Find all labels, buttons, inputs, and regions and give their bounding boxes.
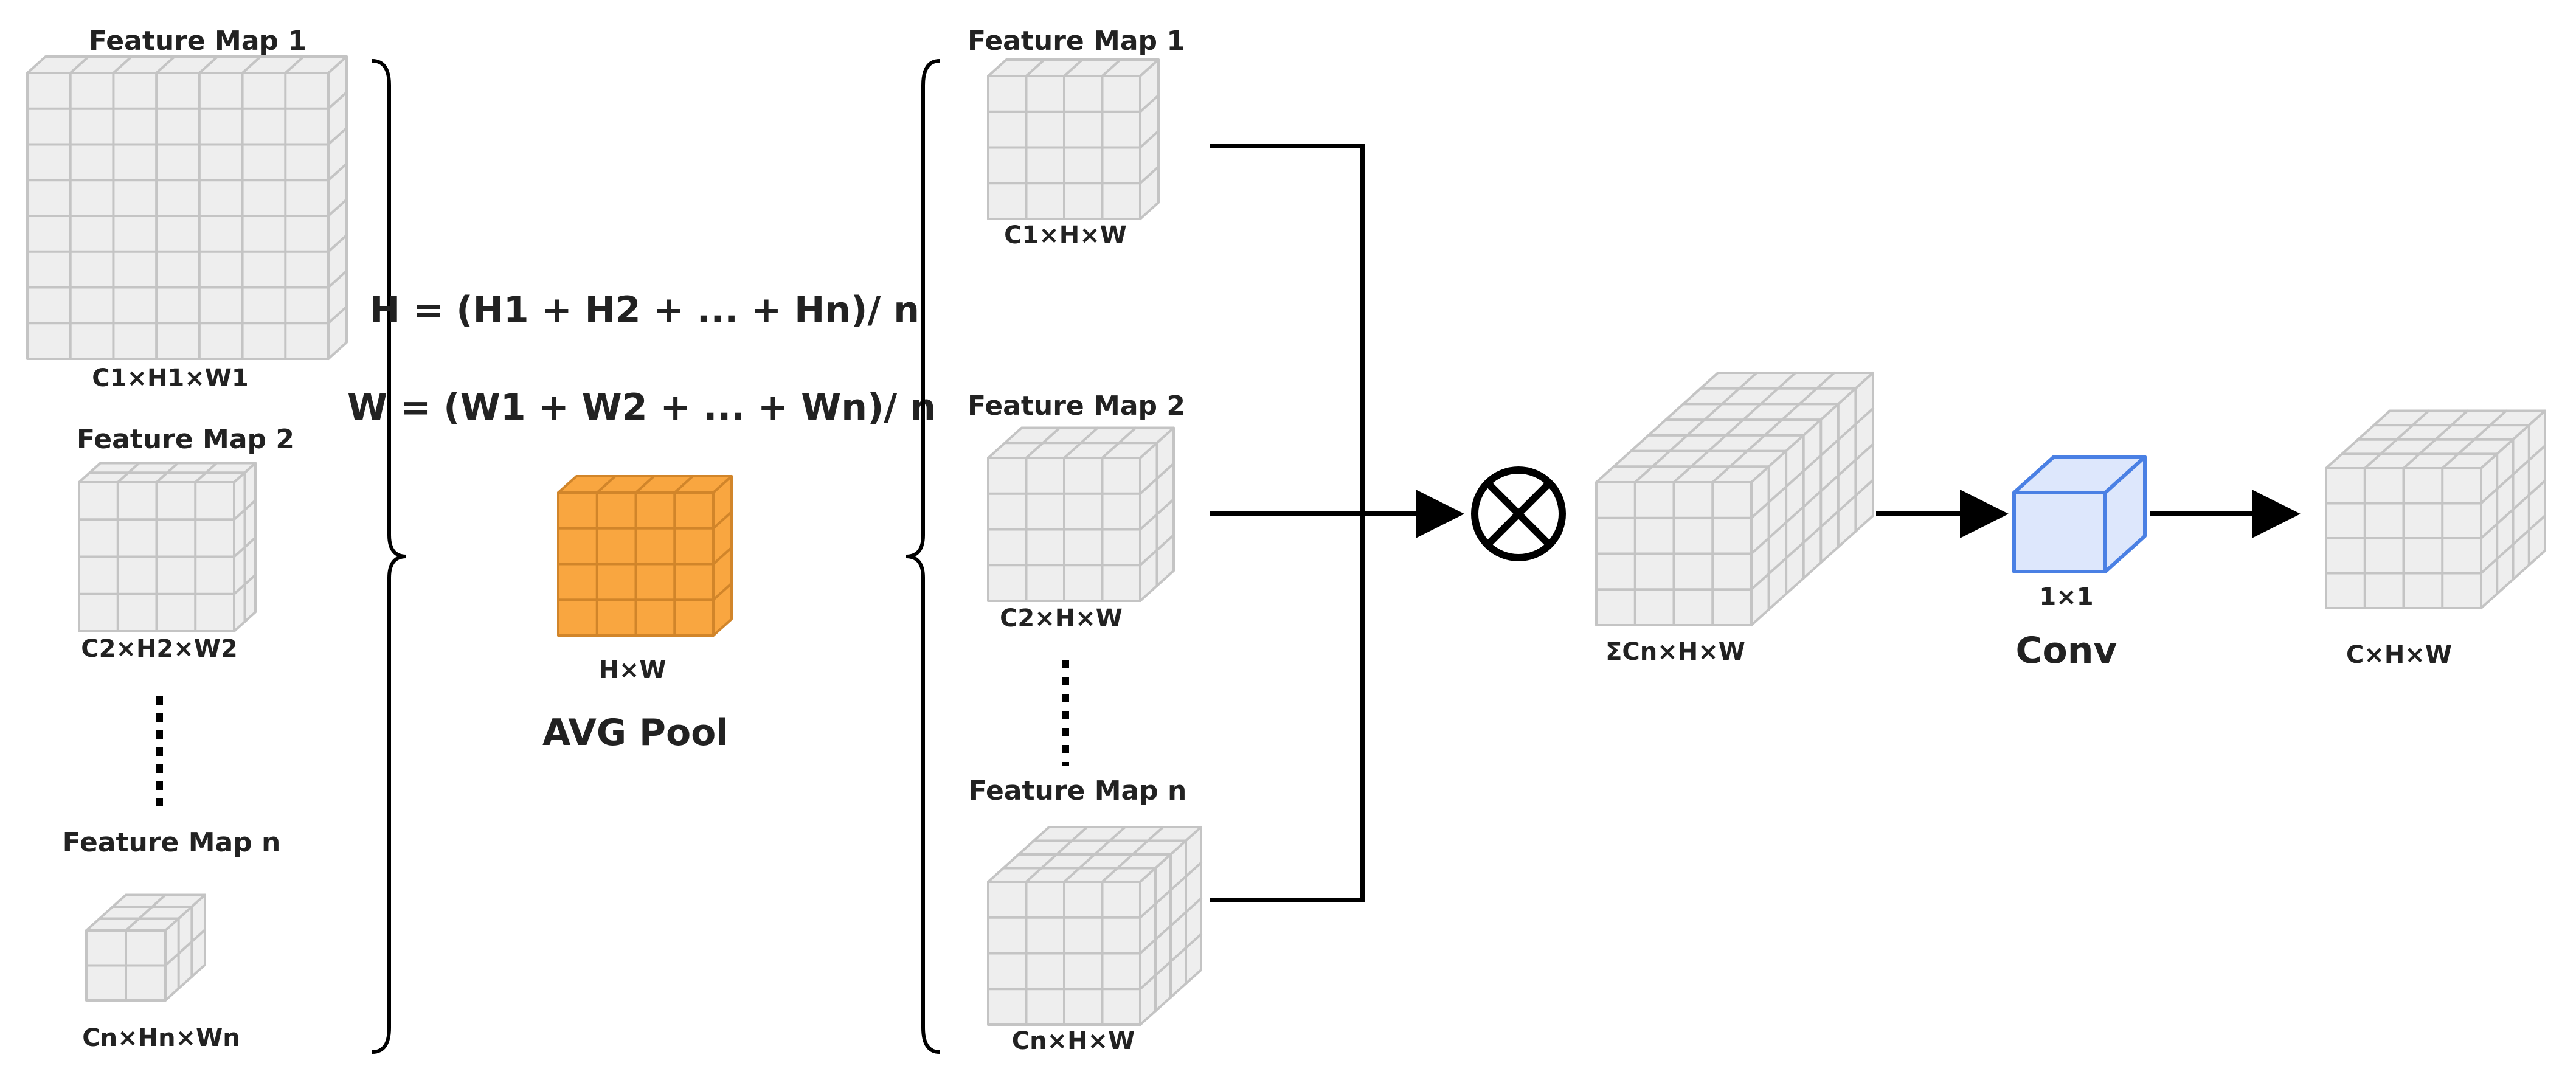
cube-grid-line <box>1750 443 1874 555</box>
connector-map-n <box>1210 514 1365 902</box>
cube-grid-line <box>327 198 348 217</box>
middle-feature-map-1-dims: C1×H×W <box>1004 221 1127 249</box>
concatenated-tensor-cube <box>1595 372 1874 626</box>
cube-grid-line <box>1750 407 1874 519</box>
avg-pool-label: AVG Pool <box>542 712 729 754</box>
cube-grid-line <box>198 55 219 74</box>
connector-map-1 <box>1210 144 1365 514</box>
cube-grid-line <box>1139 130 1160 149</box>
conv-kernel: 1×1 <box>2039 583 2093 611</box>
middle-feature-map-n-title: Feature Map n <box>969 775 1187 806</box>
cube-grid-line <box>1139 861 1202 919</box>
cube-grid-line <box>1025 58 1046 77</box>
cube-grid-line <box>1139 533 1175 567</box>
cube-grid-line <box>2480 514 2546 575</box>
middle-feature-map-2: Feature Map 2 C2×H×W <box>968 390 1185 632</box>
middle-feature-map-1: Feature Map 1 C1×H×W <box>968 26 1185 249</box>
middle-feature-map-n-cube <box>987 826 1202 1026</box>
cube-grid-line <box>1139 498 1175 531</box>
cube-top-face <box>26 55 348 74</box>
cube-grid-line <box>2480 479 2546 539</box>
left-feature-map-1-dims: C1×H1×W1 <box>92 364 248 392</box>
middle-feature-map-2-dims: C2×H×W <box>1000 604 1123 632</box>
cube-grid-line <box>1139 462 1175 495</box>
concatenated-tensor: ΣCn×H×W <box>1595 372 1874 666</box>
concat-operator <box>1471 466 1566 561</box>
left-feature-map-2-dims: C2×H2×W2 <box>81 635 237 663</box>
cube-grid-line <box>1063 58 1084 77</box>
left-feature-map-n-title: Feature Map n <box>63 827 281 858</box>
cube-front-face <box>2012 491 2107 573</box>
cube-grid-line <box>327 91 348 110</box>
cube-grid-line <box>284 55 305 74</box>
cube-grid-line <box>155 55 176 74</box>
output-dims: C×H×W <box>2346 641 2452 669</box>
cube-grid-line <box>1633 372 1758 483</box>
left-feature-map-n-cube <box>85 893 206 1002</box>
pool-formula-h: H = (H1 + H2 + ... + Hn)/ n <box>370 289 919 331</box>
avg-pool-block: H = (H1 + H2 + ... + Hn)/ n W = (W1 + W2… <box>347 289 936 754</box>
cube-grid-line <box>1711 372 1836 483</box>
cube-grid-line <box>69 55 90 74</box>
left-feature-map-2-title: Feature Map 2 <box>77 424 294 455</box>
cube-grid-line <box>112 55 133 74</box>
cube-grid-line <box>1672 372 1797 483</box>
middle-feature-map-1-cube <box>987 58 1160 220</box>
cube-grid-line <box>1101 58 1122 77</box>
left-feature-map-1-cube <box>26 55 348 360</box>
pool-formula-w: W = (W1 + W2 + ... + Wn)/ n <box>347 386 936 429</box>
middle-group-brace <box>905 59 940 1054</box>
cube-grid-line <box>1139 897 1202 955</box>
left-feature-map-2-cube <box>78 462 257 632</box>
cube-grid-line <box>327 305 348 325</box>
cube-grid-line <box>164 929 206 967</box>
output-tensor: C×H×W <box>2325 409 2546 669</box>
left-feature-map-n-dims: Cn×Hn×Wn <box>82 1024 240 1052</box>
cube-grid-line <box>712 582 733 601</box>
cube-grid-line <box>1750 479 1874 591</box>
cube-grid-line <box>712 546 733 566</box>
cube-grid-line <box>233 573 257 595</box>
left-feature-map-n: Feature Map n Cn×Hn×Wn <box>63 827 281 1052</box>
cube-grid-line <box>327 126 348 146</box>
cube-grid-line <box>634 475 656 494</box>
conv-cube <box>2012 455 2147 573</box>
cube-grid-line <box>125 893 167 932</box>
cube-grid-line <box>233 536 257 558</box>
cube-grid-line <box>1139 933 1202 991</box>
middle-feature-map-n: Feature Map n Cn×H×W <box>969 775 1202 1055</box>
cube-grid-line <box>1139 165 1160 185</box>
cube-grid-line <box>241 55 262 74</box>
cube-grid-line <box>327 269 348 289</box>
avg-pool-cube <box>557 475 733 637</box>
cube-grid-line <box>673 475 694 494</box>
middle-feature-map-n-dims: Cn×H×W <box>1012 1027 1135 1055</box>
cube-grid-line <box>327 234 348 253</box>
left-feature-map-1-title: Feature Map 1 <box>89 26 306 57</box>
avg-pool-dims: H×W <box>598 656 666 684</box>
concat-dims: ΣCn×H×W <box>1605 638 1745 666</box>
cube-grid-line <box>2480 445 2546 505</box>
middle-feature-map-2-title: Feature Map 2 <box>968 390 1185 421</box>
middle-feature-map-2-cube <box>987 426 1175 602</box>
cube-grid-line <box>712 510 733 530</box>
left-feature-map-1: Feature Map 1 C1×H1×W1 <box>26 26 348 392</box>
middle-feature-map-1-title: Feature Map 1 <box>968 26 1185 57</box>
left-group-brace <box>372 59 407 1054</box>
cube-grid-line <box>233 499 257 521</box>
concat-cross-b <box>1484 480 1553 548</box>
conv-block: 1×1 Conv <box>2012 455 2147 672</box>
cube-grid-line <box>1139 94 1160 113</box>
left-feature-map-2: Feature Map 2 C2×H2×W2 <box>77 424 294 663</box>
output-tensor-cube <box>2325 409 2546 609</box>
cube-grid-line <box>327 162 348 182</box>
cube-grid-line <box>595 475 617 494</box>
conv-label: Conv <box>2015 629 2117 672</box>
